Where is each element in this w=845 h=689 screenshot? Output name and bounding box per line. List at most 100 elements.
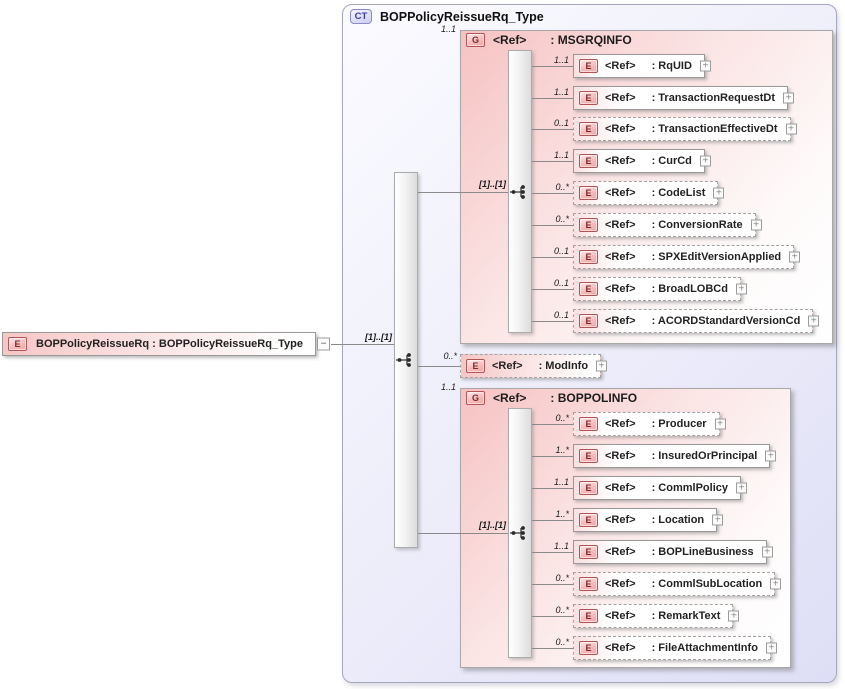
expand-icon[interactable]: + — [596, 360, 608, 372]
element-badge-icon: E — [579, 609, 598, 623]
element-ref-label: <Ref> — [605, 92, 636, 104]
expand-icon[interactable]: + — [714, 418, 726, 430]
element-badge-icon: E — [579, 641, 598, 655]
element-box[interactable]: E <Ref> : RqUID + — [573, 54, 711, 78]
element-box[interactable]: E <Ref> : Producer + — [573, 412, 726, 436]
expand-icon[interactable]: + — [770, 578, 782, 590]
connector-line — [532, 129, 573, 130]
connector-line — [532, 289, 573, 290]
occurrence-label: 1..1 — [553, 87, 569, 97]
complex-type-badge-icon: CT — [350, 9, 372, 24]
expand-icon[interactable]: + — [728, 610, 740, 622]
element-name: : ConversionRate — [651, 219, 743, 231]
element-box[interactable]: E <Ref> : InsuredOrPrincipal + — [573, 444, 777, 468]
occurrence-label: 0..* — [555, 413, 569, 423]
element-box[interactable]: E <Ref> : BroadLOBCd + — [573, 277, 747, 301]
element-box[interactable]: E <Ref> : Location + — [573, 508, 724, 532]
occurrence-label: 1..1 — [553, 150, 569, 160]
element-ref-label: <Ref> — [605, 482, 636, 494]
expand-icon[interactable]: + — [783, 92, 795, 104]
connector-line — [532, 424, 573, 425]
element-ref-label: <Ref> — [492, 360, 523, 372]
element-box[interactable]: E <Ref> : CurCd + — [573, 149, 711, 173]
occurrence-label: [1]..[1] — [479, 520, 506, 530]
expand-icon[interactable]: + — [808, 315, 820, 327]
element-ref-label: <Ref> — [605, 60, 636, 72]
connector-line — [331, 344, 394, 345]
sequence-icon[interactable] — [395, 352, 417, 368]
connector-line — [418, 192, 508, 193]
element-box[interactable]: E <Ref> : CodeList + — [573, 181, 725, 205]
element-name: : BroadLOBCd — [651, 283, 728, 295]
sequence-icon[interactable] — [509, 184, 531, 200]
occurrence-label: 0..* — [555, 637, 569, 647]
expand-icon[interactable]: + — [712, 514, 724, 526]
element-badge-icon: E — [8, 337, 27, 351]
element-ref-label: <Ref> — [605, 187, 636, 199]
occurrence-label: 1..1 — [553, 55, 569, 65]
occurrence-label: 0..* — [555, 182, 569, 192]
expand-icon[interactable]: + — [713, 187, 725, 199]
element-box[interactable]: E <Ref> : SPXEditVersionApplied + — [573, 245, 801, 269]
connector-line — [532, 616, 573, 617]
expand-icon[interactable]: + — [761, 546, 773, 558]
root-element-box[interactable]: E BOPPolicyReissueRq : BOPPolicyReissueR… — [2, 332, 330, 356]
element-badge-icon: E — [579, 59, 598, 73]
expand-icon[interactable]: + — [750, 219, 762, 231]
element-name: : CommlSubLocation — [651, 578, 763, 590]
element-box[interactable]: E <Ref> : TransactionEffectiveDt + — [573, 117, 797, 141]
connector-line — [418, 533, 508, 534]
element-name: : ACORDStandardVersionCd — [651, 315, 801, 327]
element-ref-label: <Ref> — [605, 418, 636, 430]
connector-line — [532, 456, 573, 457]
element-badge-icon: E — [579, 481, 598, 495]
expand-icon[interactable]: + — [699, 155, 711, 167]
element-box[interactable]: E <Ref> : FileAttachmentInfo + — [573, 636, 777, 660]
occurrence-label: 0..* — [555, 573, 569, 583]
element-ref-label: <Ref> — [605, 123, 636, 135]
element-badge-icon: E — [579, 545, 598, 559]
connector-line — [532, 225, 573, 226]
element-box[interactable]: E <Ref> : ACORDStandardVersionCd + — [573, 309, 820, 333]
occurrence-label: 0..1 — [553, 278, 569, 288]
occurrence-label: 0..* — [443, 351, 457, 361]
expand-icon[interactable]: + — [699, 60, 711, 72]
element-badge-icon: E — [579, 314, 598, 328]
element-ref-label: <Ref> — [605, 578, 636, 590]
element-ref-label: <Ref> — [605, 315, 636, 327]
element-box[interactable]: E <Ref> : RemarkText + — [573, 604, 740, 628]
expand-icon[interactable]: + — [785, 123, 797, 135]
expand-icon[interactable]: + — [735, 283, 747, 295]
element-box[interactable]: E <Ref> : TransactionRequestDt + — [573, 86, 795, 110]
connector-line — [532, 648, 573, 649]
element-box[interactable]: E <Ref> : CommlSubLocation + — [573, 572, 782, 596]
element-box[interactable]: E <Ref> : BOPLineBusiness + — [573, 540, 773, 564]
connector-line — [532, 98, 573, 99]
occurrence-label: 1..1 — [553, 541, 569, 551]
element-box[interactable]: E <Ref> : CommlPolicy + — [573, 476, 747, 500]
element-box[interactable]: E <Ref> : ConversionRate + — [573, 213, 762, 237]
element-badge-icon: E — [579, 122, 598, 136]
group-badge-icon: G — [466, 33, 485, 47]
connector-line — [532, 552, 573, 553]
connector-line — [532, 66, 573, 67]
group-name: : MSGRQINFO — [550, 33, 632, 47]
expand-icon[interactable]: + — [735, 482, 747, 494]
occurrence-label: 1..1 — [553, 477, 569, 487]
element-badge-icon: E — [579, 577, 598, 591]
expand-icon[interactable]: + — [789, 251, 801, 263]
expand-icon[interactable]: + — [765, 450, 777, 462]
occurrence-label: 1..1 — [440, 382, 456, 392]
element-badge-icon: E — [579, 417, 598, 431]
collapse-icon[interactable]: − — [317, 337, 330, 351]
group-header[interactable]: G <Ref> : MSGRQINFO — [466, 33, 632, 47]
occurrence-label: [1]..[1] — [479, 179, 506, 189]
element-ref-label: <Ref> — [605, 283, 636, 295]
element-box[interactable]: E <Ref> : ModInfo + — [460, 354, 608, 378]
connector-line — [532, 321, 573, 322]
element-name: : BOPLineBusiness — [651, 546, 754, 558]
expand-icon[interactable]: + — [765, 642, 777, 654]
sequence-icon[interactable] — [509, 525, 531, 541]
group-header[interactable]: G <Ref> : BOPPOLINFO — [466, 391, 637, 405]
element-ref-label: <Ref> — [605, 610, 636, 622]
